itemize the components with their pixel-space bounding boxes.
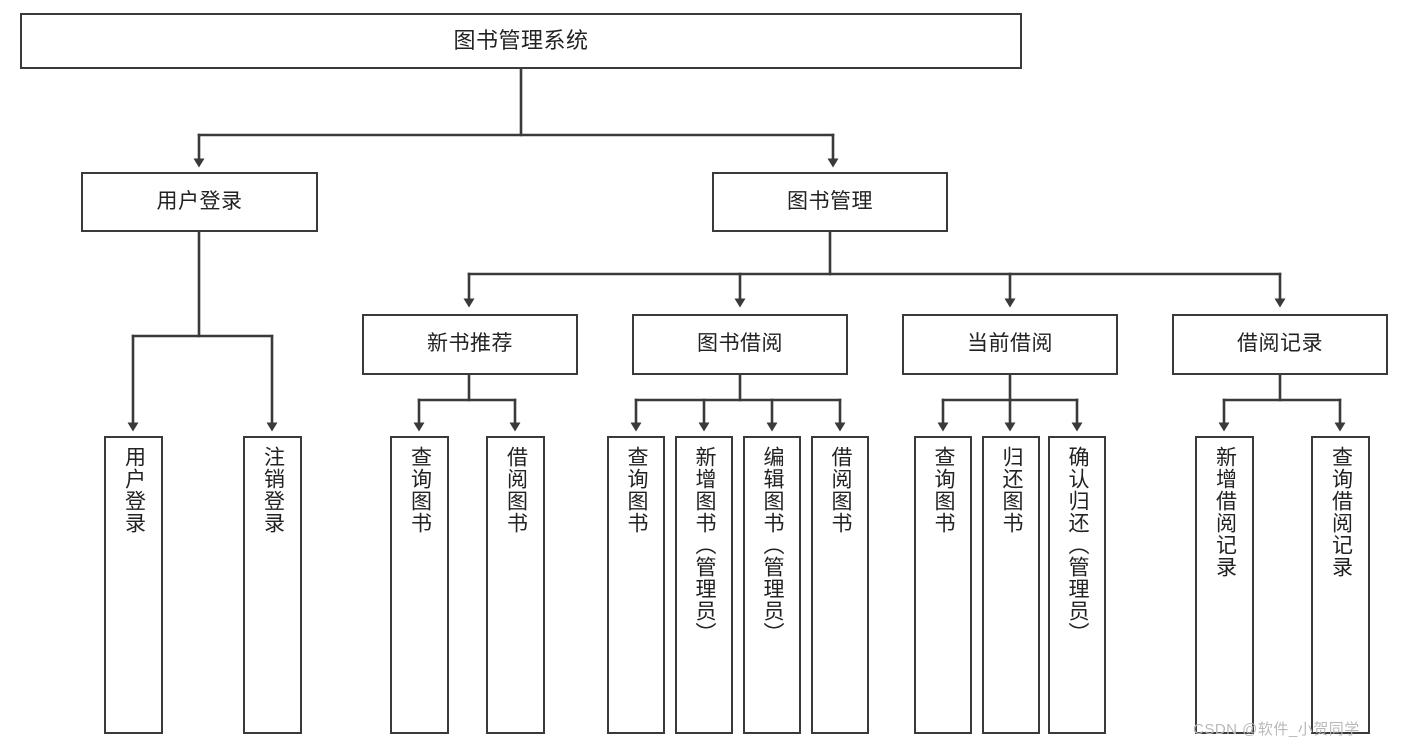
- node-leaf-add-book[interactable]: 新增图书（管理员）: [675, 436, 733, 734]
- node-leaf-borrow-book-2-label: 借阅图书: [829, 446, 853, 534]
- node-root[interactable]: 图书管理系统: [20, 13, 1022, 69]
- node-leaf-query-book-1-label: 查询图书: [408, 446, 432, 534]
- node-leaf-add-record[interactable]: 新增借阅记录: [1195, 436, 1254, 734]
- node-leaf-query-book-2[interactable]: 查询图书: [607, 436, 665, 734]
- node-leaf-borrow-book-1-label: 借阅图书: [504, 446, 528, 534]
- node-leaf-add-book-label: 新增图书（管理员）: [693, 446, 717, 644]
- node-new-book-recommend[interactable]: 新书推荐: [362, 314, 578, 375]
- node-book-borrow[interactable]: 图书借阅: [632, 314, 848, 375]
- node-leaf-return-book[interactable]: 归还图书: [982, 436, 1040, 734]
- node-leaf-borrow-book-1[interactable]: 借阅图书: [486, 436, 545, 734]
- node-leaf-query-record[interactable]: 查询借阅记录: [1311, 436, 1370, 734]
- node-root-label: 图书管理系统: [453, 28, 589, 54]
- node-book-manage-label: 图书管理: [787, 189, 873, 213]
- node-borrow-record-label: 借阅记录: [1237, 332, 1323, 356]
- node-leaf-edit-book[interactable]: 编辑图书（管理员）: [743, 436, 801, 734]
- node-user-login-label: 用户登录: [156, 189, 243, 213]
- node-leaf-edit-book-label: 编辑图书（管理员）: [761, 446, 785, 644]
- node-current-borrow-label: 当前借阅: [967, 332, 1053, 356]
- node-leaf-return-book-label: 归还图书: [1000, 446, 1024, 534]
- node-leaf-user-login[interactable]: 用户登录: [104, 436, 163, 734]
- node-leaf-query-book-3[interactable]: 查询图书: [914, 436, 972, 734]
- node-user-login[interactable]: 用户登录: [81, 172, 318, 232]
- node-book-borrow-label: 图书借阅: [697, 332, 783, 356]
- watermark: CSDN @软件_小贺同学: [1193, 721, 1360, 738]
- node-book-manage[interactable]: 图书管理: [712, 172, 948, 232]
- node-leaf-user-login-label: 用户登录: [122, 446, 146, 534]
- node-leaf-query-book-3-label: 查询图书: [932, 446, 956, 534]
- node-leaf-borrow-book-2[interactable]: 借阅图书: [811, 436, 869, 734]
- node-leaf-add-record-label: 新增借阅记录: [1213, 446, 1237, 578]
- node-leaf-logout[interactable]: 注销登录: [243, 436, 302, 734]
- node-leaf-query-record-label: 查询借阅记录: [1329, 446, 1353, 578]
- node-leaf-logout-label: 注销登录: [261, 446, 285, 534]
- node-current-borrow[interactable]: 当前借阅: [902, 314, 1118, 375]
- node-new-book-recommend-label: 新书推荐: [427, 332, 513, 356]
- node-leaf-confirm-return[interactable]: 确认归还（管理员）: [1048, 436, 1106, 734]
- node-leaf-query-book-1[interactable]: 查询图书: [390, 436, 449, 734]
- node-borrow-record[interactable]: 借阅记录: [1172, 314, 1388, 375]
- node-leaf-confirm-return-label: 确认归还（管理员）: [1066, 446, 1090, 644]
- node-leaf-query-book-2-label: 查询图书: [625, 446, 649, 534]
